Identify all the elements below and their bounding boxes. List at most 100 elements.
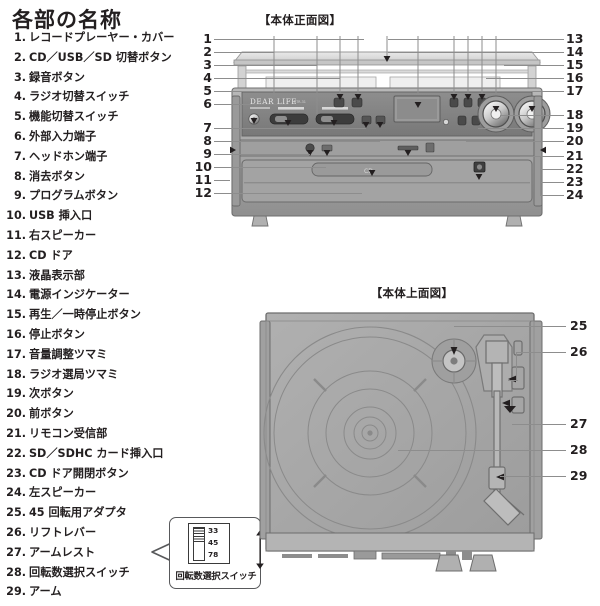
leader-22: [540, 169, 564, 170]
power-indicator-led: [443, 119, 449, 125]
tonearm-joint: [488, 466, 506, 490]
list-item-number: 8.: [13, 169, 26, 183]
list-item-label: 消去ボタン: [29, 169, 85, 183]
list-item-label: リモコン受信部: [29, 426, 108, 440]
list-item: 29.アーム: [0, 586, 190, 606]
speed-switch-callout: 33 45 78 回転数選択スイッチ: [151, 517, 264, 591]
front-callout-6: 6: [203, 96, 212, 111]
list-item: 5.機能切替スイッチ: [0, 111, 190, 131]
list-item-label: プログラムボタン: [29, 189, 119, 203]
leader-19: [478, 128, 564, 129]
lift-lever[interactable]: [513, 340, 523, 356]
front-callout-9: 9: [203, 146, 212, 161]
leader-3: [214, 65, 317, 66]
front-callout-13: 13: [566, 31, 584, 46]
list-item-number: 27.: [6, 545, 26, 559]
list-item: 17.音量調整ツマミ: [0, 348, 190, 369]
top-callout-29: 29: [570, 468, 588, 483]
record-button[interactable]: [351, 97, 363, 108]
list-item-label: 右スピーカー: [29, 228, 97, 242]
list-item-number: 9.: [13, 189, 26, 203]
list-item-number: 28.: [6, 565, 26, 579]
list-item-number: 18.: [6, 367, 26, 381]
list-item-number: 3.: [13, 70, 26, 84]
leader-26-drop: [516, 352, 517, 380]
list-item-label: CD ドア: [29, 248, 73, 262]
list-item-number: 15.: [6, 308, 26, 322]
front-callout-24: 24: [566, 187, 584, 202]
list-item: 19.次ボタン: [0, 388, 190, 408]
rpm-select-switch[interactable]: [511, 396, 525, 414]
list-item-label: 機能切替スイッチ: [29, 110, 119, 124]
front-callout-23: 23: [566, 174, 584, 189]
list-item-number: 13.: [6, 268, 26, 282]
list-item-number: 11.: [6, 228, 26, 242]
front-callout-18: 18: [566, 107, 584, 122]
front-lip: [265, 532, 535, 552]
leader-13: [388, 39, 564, 40]
list-item: 11.右スピーカー: [0, 228, 190, 250]
list-item-number: 2.: [13, 50, 26, 64]
list-item: 13.液晶表示部: [0, 268, 190, 290]
list-item-label: リフトレバー: [29, 525, 97, 539]
list-item: 22.SD／SDHC カード挿入口: [0, 446, 190, 468]
45rpm-adapter[interactable]: [431, 338, 477, 384]
front-callout-20: 20: [566, 133, 584, 148]
list-item-number: 25.: [6, 506, 26, 520]
sd-card-slot[interactable]: [397, 145, 419, 151]
volume-knob[interactable]: [477, 95, 515, 133]
list-item-label: 次ボタン: [29, 387, 74, 401]
list-item-label: 再生／一時停止ボタン: [29, 308, 141, 322]
rpm-switch-graphic: 33 45 78: [188, 523, 264, 569]
top-arrow-heads: [450, 347, 516, 481]
list-item: 6.外部入力端子: [0, 130, 190, 151]
leader-28-ext: [398, 450, 506, 451]
list-item-label: CD ドア開閉ボタン: [29, 466, 129, 480]
chassis-left-edge: [259, 320, 271, 540]
leader-7: [214, 128, 366, 129]
previous-button[interactable]: [457, 115, 467, 126]
front-callout-14: 14: [566, 44, 584, 59]
front-callout-15: 15: [566, 57, 584, 72]
list-item: 10.USB 挿入口: [0, 210, 190, 230]
front-callout-3: 3: [203, 57, 212, 72]
leader-1: [214, 39, 364, 40]
list-item: 7.ヘッドホン端子: [0, 149, 190, 171]
leader-5: [214, 91, 254, 92]
top-view-title: 【本体上面図】: [370, 286, 454, 300]
leader-2: [214, 52, 274, 53]
list-item-label: 録音ボタン: [29, 70, 85, 84]
list-item: 1.レコードプレーヤー・カバー: [0, 32, 190, 52]
front-view-title: 【本体正面図】: [258, 13, 342, 27]
list-item-label: SD／SDHC カード挿入口: [29, 446, 164, 460]
list-item-label: レコードプレーヤー・カバー: [29, 31, 175, 44]
list-item-number: 7.: [13, 149, 26, 163]
callout-box: 33 45 78 回転数選択スイッチ: [169, 517, 264, 589]
leader-17: [532, 91, 564, 92]
leader-11: [214, 180, 230, 181]
foot-left: [251, 215, 269, 227]
front-callout-11: 11: [194, 172, 212, 187]
front-callout-17: 17: [566, 83, 584, 98]
list-item-label: ラジオ選局ツマミ: [29, 367, 119, 381]
leader-29: [500, 476, 566, 477]
leader-15: [504, 65, 564, 66]
list-item: 23.CD ドア開閉ボタン: [0, 466, 190, 488]
list-item-number: 14.: [6, 288, 26, 302]
front-leader-lines: [273, 36, 497, 114]
list-item: 4.ラジオ切替スイッチ: [0, 91, 190, 111]
leader-10: [214, 167, 326, 168]
front-callout-16: 16: [566, 70, 584, 85]
front-callout-22: 22: [566, 161, 584, 176]
front-callout-19: 19: [566, 120, 584, 135]
main-unit-body: DEAR LIFE RTR-31: [231, 87, 551, 227]
source-select-button[interactable]: [333, 97, 345, 108]
list-item-number: 20.: [6, 407, 26, 421]
leader-21: [540, 156, 564, 157]
rpm-switch-knob[interactable]: [194, 528, 204, 542]
cd-door-open-button[interactable]: [425, 142, 435, 153]
list-item-label: CD／USB／SD 切替ボタン: [29, 50, 172, 64]
list-item-number: 26.: [6, 525, 26, 539]
tuning-knob[interactable]: [513, 95, 551, 133]
cd-door-logo: CD: [364, 168, 373, 175]
